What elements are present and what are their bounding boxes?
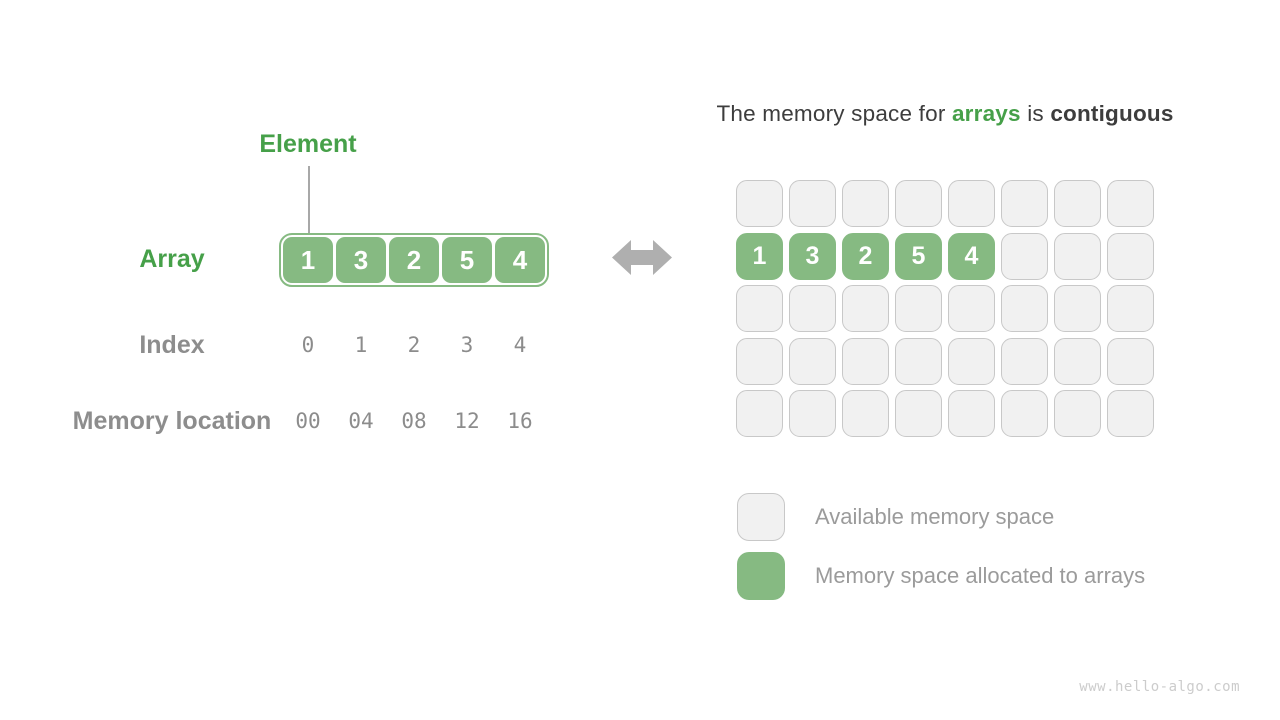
index-value: 2 [407,333,421,357]
legend-label: Available memory space [815,504,1055,529]
memory-cell-available [789,390,836,437]
memory-cell-available [895,390,942,437]
memory-cell-available [1001,232,1048,280]
memory-cell-available [736,285,783,332]
memory-location-value: 08 [401,409,427,433]
memory-cell-available [736,180,783,227]
legend-item: Memory space allocated to arrays [737,552,1145,600]
memory-cell-available [895,180,942,227]
array-cell: 5 [442,237,492,283]
memory-cell-available [1054,390,1101,437]
memory-cell-available [842,285,889,332]
element-label: Element [259,130,357,158]
memory-cell-available [789,285,836,332]
index-value: 4 [513,333,527,357]
memory-cell-available [736,337,783,385]
title-part: contiguous [1050,101,1174,126]
legend-label: Memory space allocated to arrays [815,563,1146,588]
memory-location-value: 12 [454,409,480,433]
memory-cell-available [1107,285,1154,332]
memory-cell-available [1001,337,1048,385]
memory-cell-available [1107,390,1154,437]
memory-cell-available [842,390,889,437]
memory-cell-available [1001,285,1048,332]
memory-cell-allocated: 5 [895,232,942,280]
left-right-arrow-icon [612,237,672,278]
memory-cell-allocated: 3 [789,232,836,280]
legend-item: Available memory space [737,493,1145,541]
memory-title: The memory space for arrays is contiguou… [640,101,1250,127]
memory-cell-available [842,337,889,385]
title-part: arrays [951,101,1021,126]
memory-cell-available [948,180,995,227]
memory-cell-available [1054,232,1101,280]
array-cell: 3 [336,237,386,283]
available-swatch-icon [737,493,785,541]
memory-cell-available [1054,337,1101,385]
memory-location-value: 16 [507,409,533,433]
title-part: is [1020,101,1051,126]
memory-location-value: 04 [348,409,374,433]
index-value: 1 [354,333,368,357]
memory-cell-available [1054,180,1101,227]
memory-cell-available [1054,285,1101,332]
array-cell: 4 [495,237,545,283]
memory-location-label: Memory location [72,407,272,435]
memory-cell-available [789,337,836,385]
memory-location-value: 00 [295,409,321,433]
memory-cell-available [1107,337,1154,385]
memory-cell-available [1107,232,1154,280]
index-value: 0 [301,333,315,357]
index-value: 3 [460,333,474,357]
memory-cell-available [895,285,942,332]
memory-cell-available [736,390,783,437]
memory-values: 00 04 08 12 16 [279,406,549,436]
element-pointer-line [308,166,310,233]
array-label: Array [139,245,205,273]
memory-cell-available [895,337,942,385]
memory-cell-available [1001,180,1048,227]
title-part: The memory space for [716,101,952,126]
memory-cell-available [948,285,995,332]
memory-cell-allocated: 1 [736,232,783,280]
memory-cell-allocated: 4 [948,232,995,280]
memory-cell-allocated: 2 [842,232,889,280]
memory-cell-available [789,180,836,227]
memory-cell-available [842,180,889,227]
index-label: Index [139,331,205,359]
index-values: 0 1 2 3 4 [279,330,549,360]
memory-cell-available [948,390,995,437]
memory-cell-available [948,337,995,385]
memory-cell-available [1001,390,1048,437]
watermark: www.hello-algo.com [1079,679,1240,695]
memory-cell-available [1107,180,1154,227]
array-cell: 2 [389,237,439,283]
array-cell: 1 [283,237,333,283]
allocated-swatch-icon [737,552,785,600]
